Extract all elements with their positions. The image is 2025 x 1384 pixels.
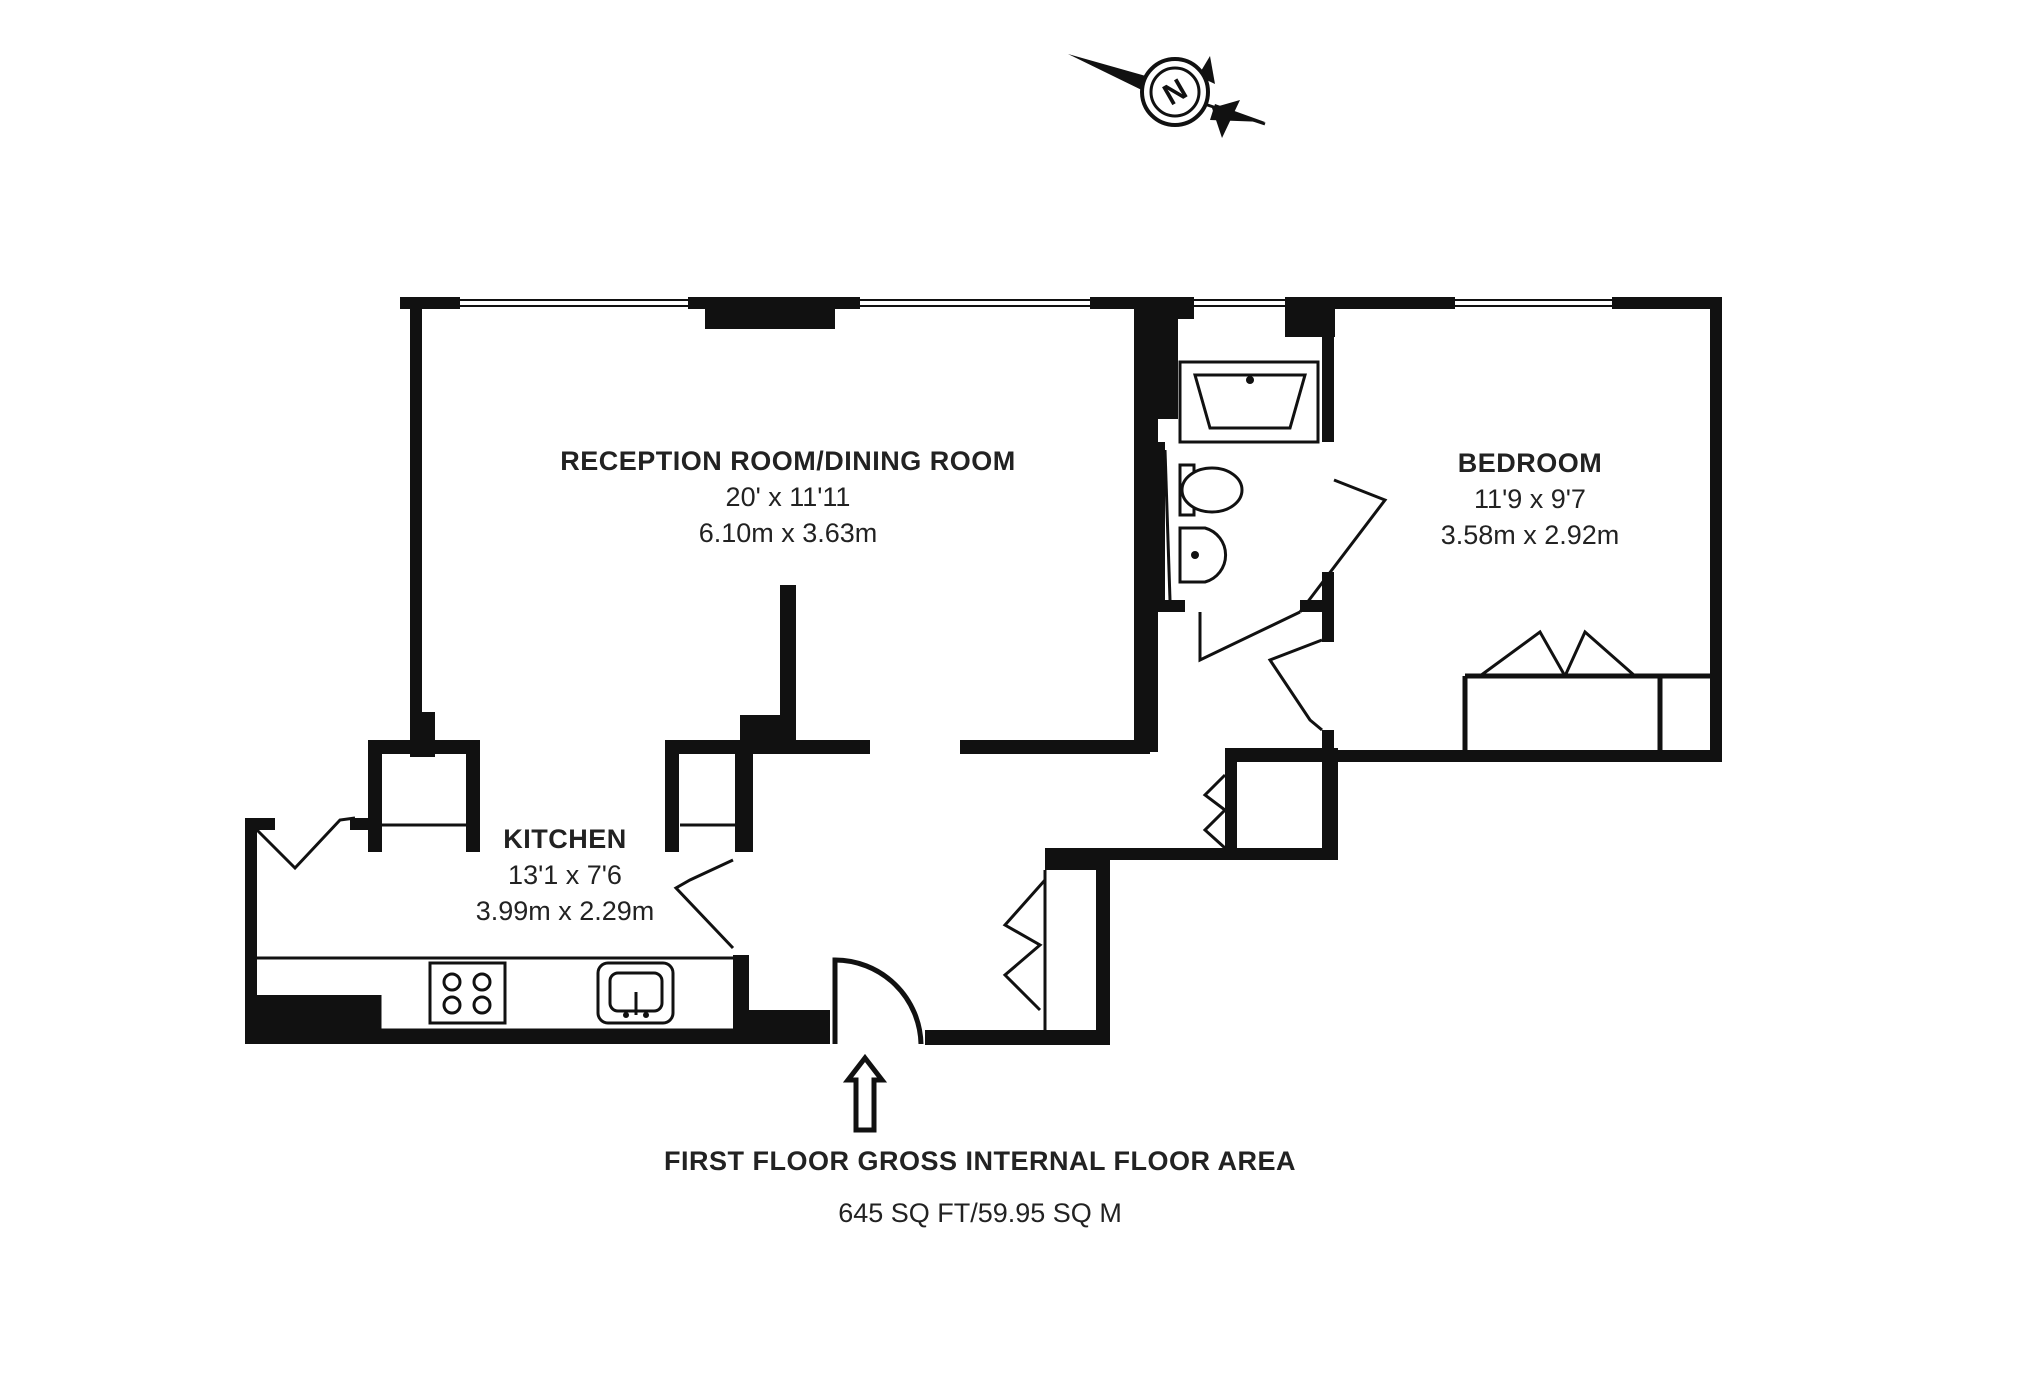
hob-icon	[428, 961, 507, 1025]
basin-icon	[1178, 526, 1228, 584]
floor-area-value: 645 SQ FT/59.95 SQ M	[838, 1198, 1122, 1228]
floor-area-caption: FIRST FLOOR GROSS INTERNAL FLOOR AREA 64…	[664, 1146, 1296, 1228]
kitchen-label: KITCHEN 13'1 x 7'6 3.99m x 2.29m	[476, 824, 655, 926]
entrance-arrow-icon	[842, 1053, 888, 1133]
reception-room-label: RECEPTION ROOM/DINING ROOM 20' x 11'11 6…	[560, 446, 1016, 548]
kitchen-name: KITCHEN	[503, 824, 627, 854]
partitions	[257, 449, 1710, 1032]
compass-icon: N	[1068, 54, 1266, 138]
kitchen-sink-icon	[596, 961, 675, 1025]
reception-room-name: RECEPTION ROOM/DINING ROOM	[560, 446, 1016, 476]
bedroom-imperial: 11'9 x 9'7	[1474, 484, 1586, 514]
floor-area-title: FIRST FLOOR GROSS INTERNAL FLOOR AREA	[664, 1146, 1296, 1176]
doors	[255, 478, 1636, 1045]
reception-room-imperial: 20' x 11'11	[726, 482, 851, 512]
windows	[460, 299, 1612, 307]
kitchen-imperial: 13'1 x 7'6	[508, 860, 622, 890]
bath-icon	[1178, 360, 1320, 444]
toilet-icon	[1178, 463, 1244, 517]
bedroom-metric: 3.58m x 2.92m	[1441, 520, 1620, 550]
walls	[245, 297, 1722, 1045]
bedroom-label: BEDROOM 11'9 x 9'7 3.58m x 2.92m	[1441, 448, 1620, 550]
kitchen-metric: 3.99m x 2.29m	[476, 896, 655, 926]
reception-room-metric: 6.10m x 3.63m	[699, 518, 878, 548]
bedroom-name: BEDROOM	[1458, 448, 1603, 478]
